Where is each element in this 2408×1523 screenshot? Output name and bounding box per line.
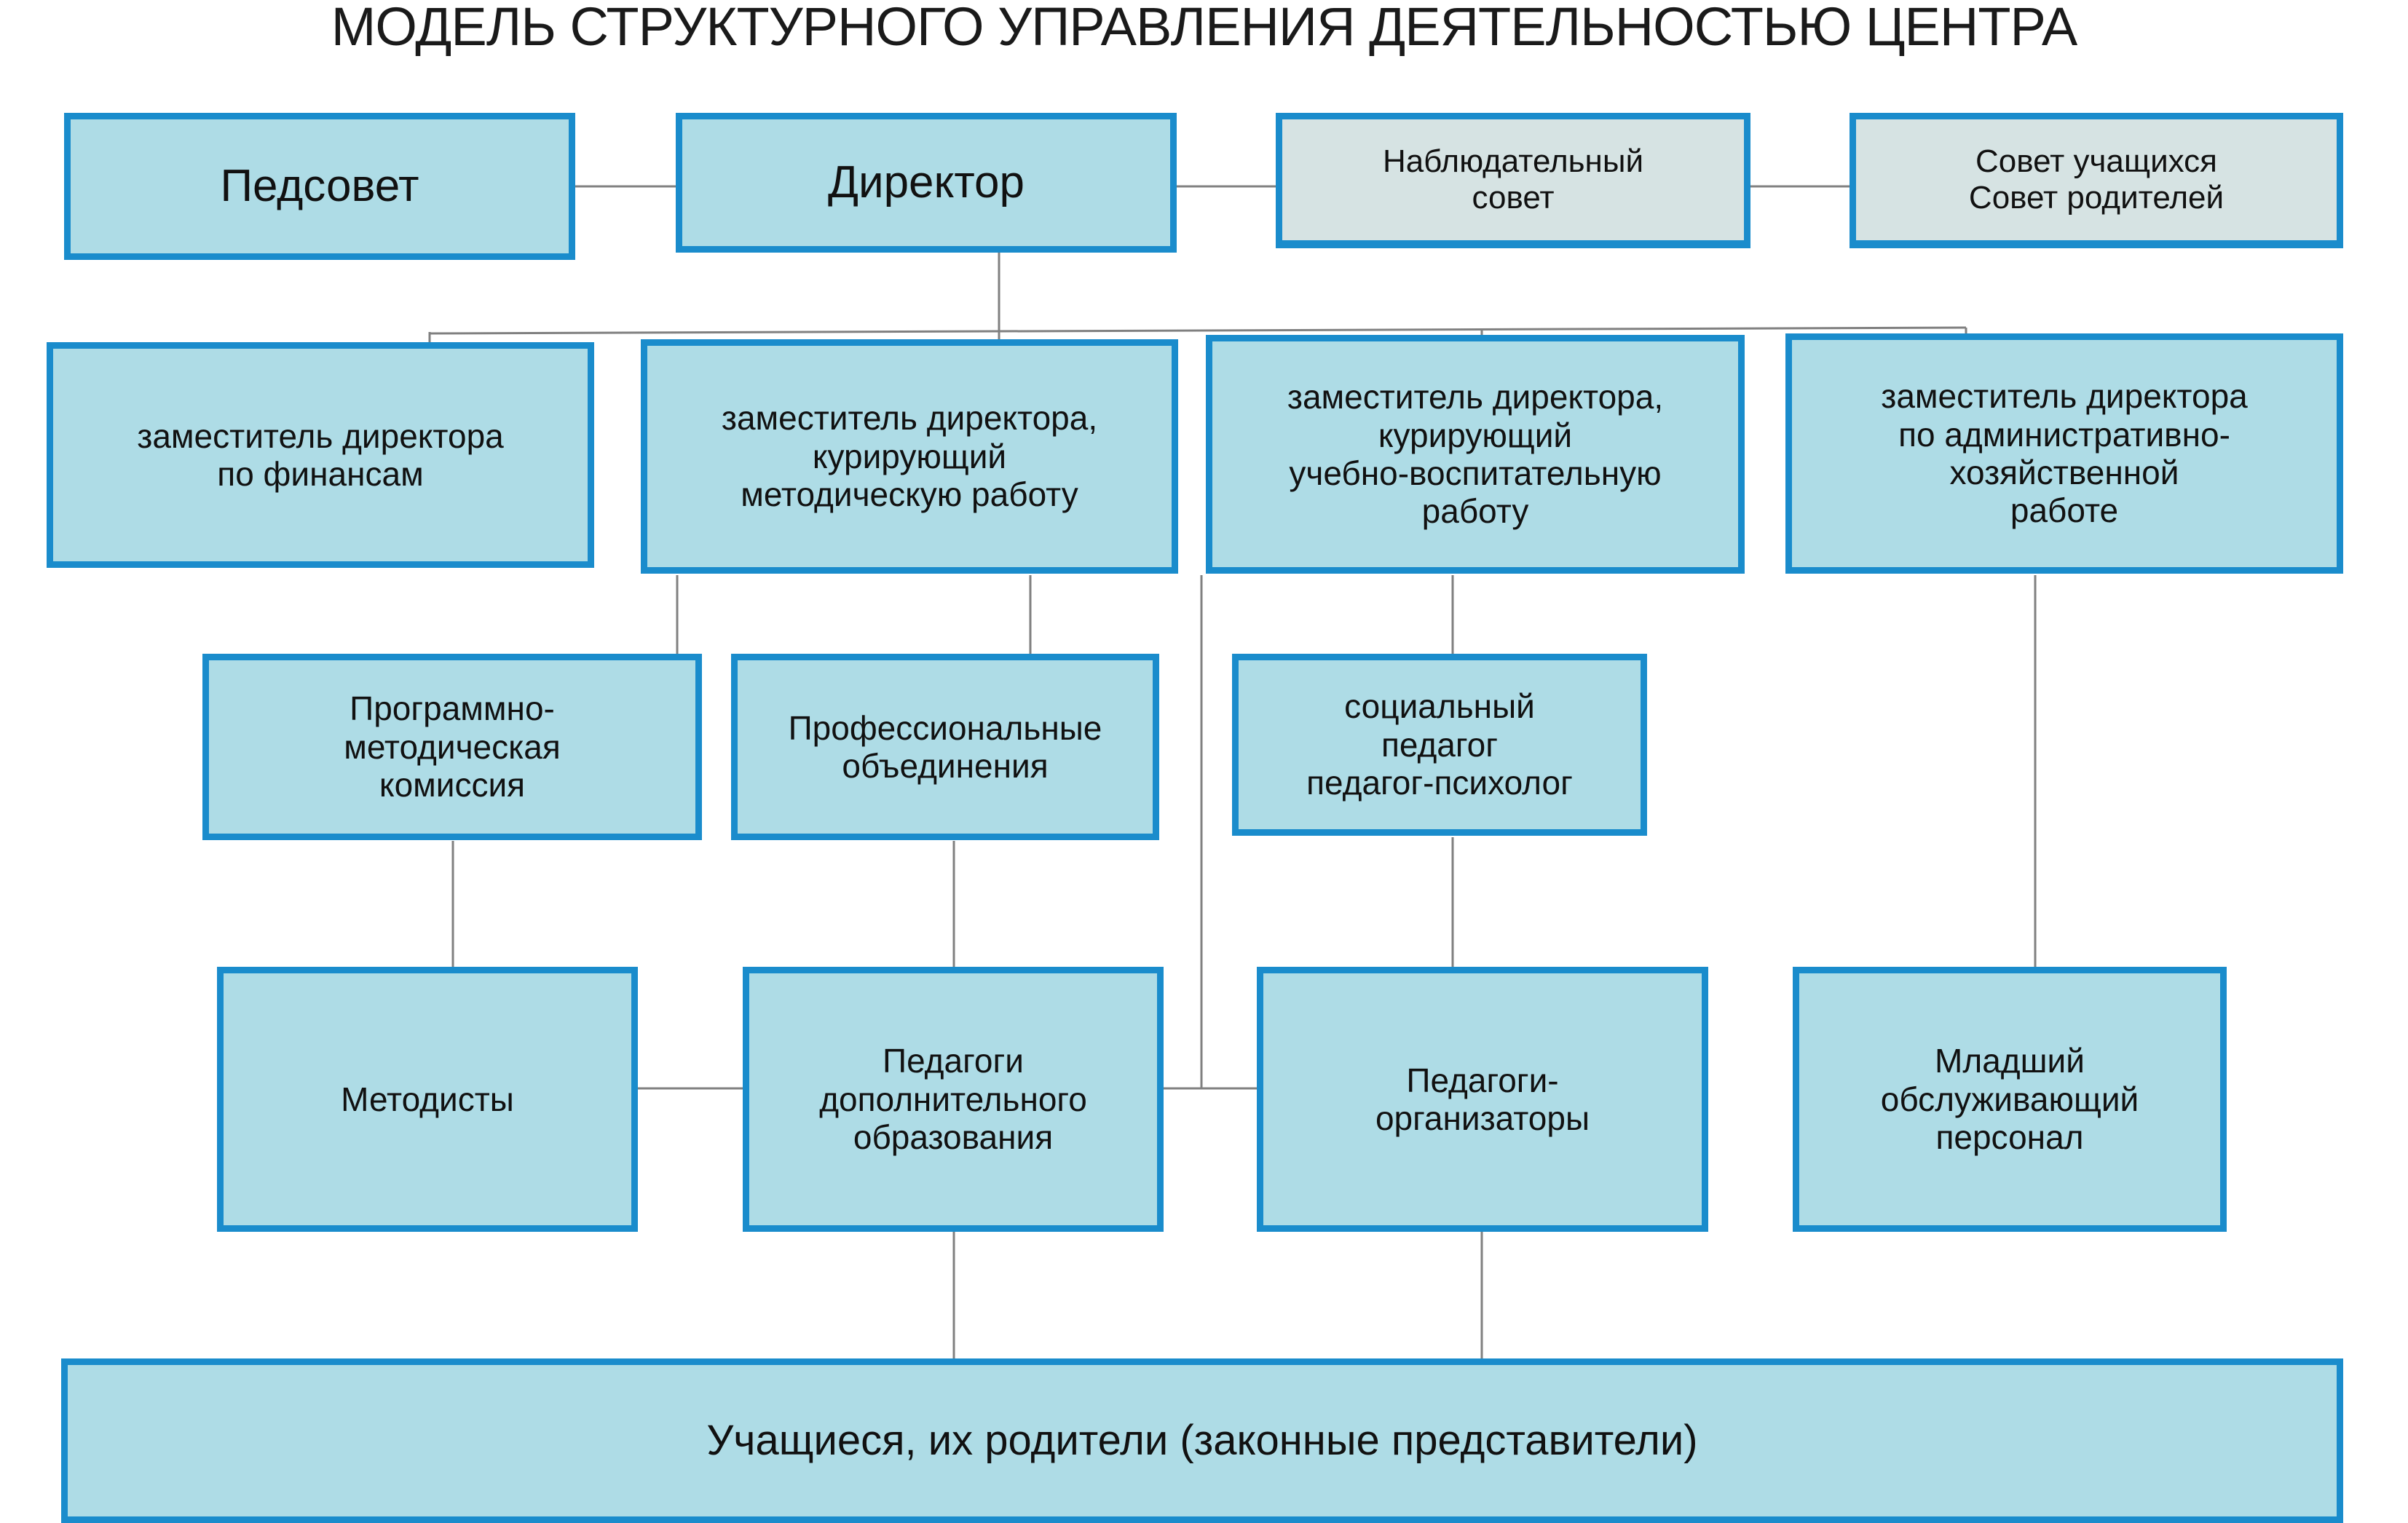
node-social-teacher-label: социальный педагог педагог-психолог (1306, 687, 1573, 802)
node-student-parent-council[interactable]: Совет учащихся Совет родителей (1850, 113, 2343, 248)
node-deputy-admin-label: заместитель директора по административно… (1881, 377, 2248, 530)
node-deputy-finance[interactable]: заместитель директора по финансам (47, 342, 594, 568)
node-deputy-education[interactable]: заместитель директора, курирующий учебно… (1206, 335, 1745, 574)
node-supervisory-council-label: Наблюдательный совет (1382, 143, 1644, 215)
node-methodists[interactable]: Методисты (217, 967, 638, 1232)
node-director[interactable]: Директор (676, 113, 1177, 253)
node-professional-unions[interactable]: Профессиональные объединения (731, 654, 1159, 840)
node-director-label: Директор (827, 157, 1025, 207)
node-program-commission[interactable]: Программно- методическая комиссия (202, 654, 702, 840)
node-deputy-finance-label: заместитель директора по финансам (137, 416, 504, 493)
node-social-teacher[interactable]: социальный педагог педагог-психолог (1232, 654, 1647, 836)
page-title: МОДЕЛЬ СТРУКТУРНОГО УПРАВЛЕНИЯ ДЕЯТЕЛЬНО… (331, 0, 2078, 57)
node-junior-staff[interactable]: Младший обслуживающий персонал (1793, 967, 2227, 1232)
node-deputy-method[interactable]: заместитель директора, курирующий методи… (641, 339, 1178, 574)
node-student-parent-council-label: Совет учащихся Совет родителей (1968, 143, 2225, 215)
node-supplementary-teachers-label: Педагоги дополнительного образования (819, 1042, 1087, 1157)
node-students-parents-label: Учащиеся, их родители (законные представ… (706, 1416, 1698, 1464)
node-organizer-teachers[interactable]: Педагоги- организаторы (1257, 967, 1708, 1232)
node-methodists-label: Методисты (341, 1080, 514, 1118)
connector-distribution-bar (429, 326, 1967, 335)
node-deputy-admin[interactable]: заместитель директора по административно… (1785, 333, 2343, 574)
node-pedsovet-label: Педсовет (220, 160, 419, 211)
node-professional-unions-label: Профессиональные объединения (788, 708, 1102, 785)
node-organizer-teachers-label: Педагоги- организаторы (1375, 1061, 1590, 1137)
node-students-parents[interactable]: Учащиеся, их родители (законные представ… (61, 1358, 2343, 1523)
node-junior-staff-label: Младший обслуживающий персонал (1880, 1042, 2139, 1157)
node-pedsovet[interactable]: Педсовет (64, 113, 575, 260)
node-supervisory-council[interactable]: Наблюдательный совет (1276, 113, 1750, 248)
node-deputy-method-label: заместитель директора, курирующий методи… (721, 399, 1098, 514)
node-program-commission-label: Программно- методическая комиссия (344, 689, 561, 804)
node-supplementary-teachers[interactable]: Педагоги дополнительного образования (743, 967, 1164, 1232)
node-deputy-education-label: заместитель директора, курирующий учебно… (1287, 378, 1664, 531)
